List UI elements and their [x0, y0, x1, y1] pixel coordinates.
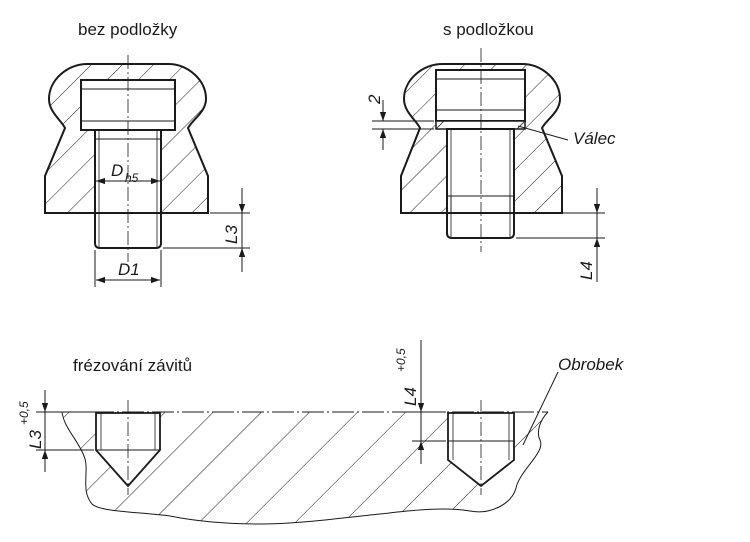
label-d: D: [111, 161, 123, 180]
thread-end-right: [446, 196, 515, 239]
title-thread-milling: frézování závitů: [73, 356, 192, 375]
title-with-washer: s podložkou: [443, 20, 534, 39]
view-with-washer: s podložkou 2 Válec: [365, 20, 616, 282]
workpiece-section: [62, 412, 548, 524]
label-cylinder: Válec: [573, 129, 616, 148]
label-l4: L4: [577, 261, 596, 280]
label-l3-tol-sup: +0,5: [17, 401, 31, 425]
label-d1: D1: [118, 260, 140, 279]
washer-cylinder: [435, 120, 526, 130]
label-d-tolerance: h5: [125, 171, 139, 185]
label-washer-thickness: 2: [365, 94, 384, 105]
label-l4-tol: L4: [401, 387, 420, 406]
label-l3: L3: [222, 225, 241, 244]
workpiece-leader: [522, 371, 559, 446]
view-without-washer: bez podložky D h5 D1 L3: [44, 20, 250, 287]
workpiece-outline: [61, 411, 549, 525]
screw-head-right: [435, 69, 526, 122]
label-l4-tol-sup: +0,5: [394, 348, 408, 372]
cylinder-leader: [517, 125, 569, 141]
view-thread-milling: frézování závitů L3 +0,5 L4 +0,5: [17, 340, 625, 525]
label-l3-tol: L3: [26, 430, 45, 449]
shank-right: [446, 128, 515, 214]
title-without-washer: bez podložky: [78, 20, 178, 39]
label-workpiece: Obrobek: [558, 355, 625, 374]
